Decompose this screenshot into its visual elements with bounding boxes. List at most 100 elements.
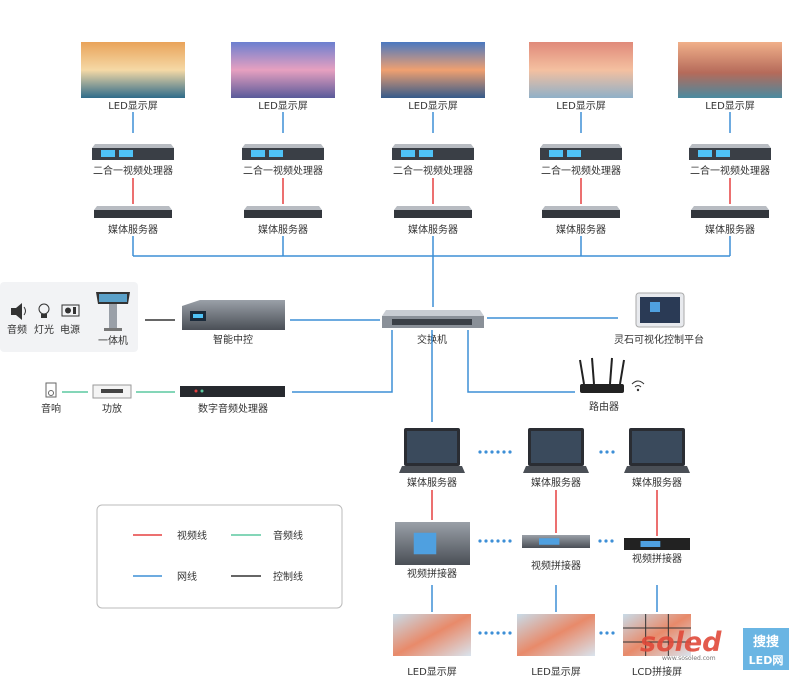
legend-control: 控制线 — [273, 570, 303, 583]
video-processor-label: 二合一视频处理器 — [243, 164, 323, 177]
led-screen-image — [393, 614, 471, 656]
wifi-icon — [631, 380, 645, 392]
video-processor-label: 二合一视频处理器 — [690, 164, 770, 177]
ellipsis-dot — [605, 631, 609, 635]
top-wiring — [132, 112, 731, 307]
media-server-label: 媒体服务器 — [407, 476, 457, 489]
media-server-label: 媒体服务器 — [705, 223, 755, 236]
ellipsis-dot — [605, 450, 609, 454]
speaker-device — [45, 382, 57, 398]
video-processor-device — [242, 144, 324, 160]
kiosk-device — [96, 292, 130, 331]
media-server-device — [691, 206, 769, 218]
ellipsis-dots — [478, 450, 615, 635]
amplifier-label: 功放 — [102, 402, 122, 415]
ellipsis-dot — [610, 539, 614, 543]
dsp-label: 数字音频处理器 — [198, 402, 268, 415]
led-screen-image — [517, 614, 595, 656]
video-splicer-label: 视频拼接器 — [407, 567, 457, 580]
watermark-badge-top: 搜搜 — [753, 634, 780, 650]
media-server-device — [94, 206, 172, 218]
media-server-label: 媒体服务器 — [531, 476, 581, 489]
legend-network: 网线 — [177, 570, 197, 583]
video-processor-device — [689, 144, 771, 160]
video-splicer-device — [522, 535, 590, 548]
router-label: 路由器 — [589, 400, 619, 413]
smart-control-device — [182, 300, 285, 330]
laptop-media-server — [523, 428, 589, 473]
ellipsis-dot — [502, 539, 506, 543]
media-server-device — [394, 206, 472, 218]
ellipsis-dot — [478, 450, 482, 454]
ellipsis-dot — [490, 539, 494, 543]
ellipsis-dot — [598, 539, 602, 543]
screen-label: LED显示屏 — [407, 666, 457, 678]
power-icon — [61, 304, 80, 317]
dsp-device — [180, 386, 285, 397]
video-processor-device — [540, 144, 622, 160]
video-splicer-device — [395, 522, 470, 565]
video-splicer-device — [624, 538, 690, 550]
ellipsis-dot — [508, 539, 512, 543]
led-screen-image — [231, 42, 335, 98]
ellipsis-dot — [599, 631, 603, 635]
ellipsis-dot — [478, 539, 482, 543]
video-processor-label: 二合一视频处理器 — [93, 164, 173, 177]
audio-icon — [11, 303, 26, 320]
ellipsis-dot — [604, 539, 608, 543]
led-screen-label: LED显示屏 — [108, 100, 158, 112]
led-screen-label: LED显示屏 — [556, 100, 606, 112]
legend-video: 视频线 — [177, 529, 207, 542]
video-processor-device — [392, 144, 474, 160]
kiosk-label: 一体机 — [98, 334, 128, 347]
media-server-label: 媒体服务器 — [408, 223, 458, 236]
ellipsis-dot — [508, 631, 512, 635]
ellipsis-dot — [490, 631, 494, 635]
video-processor-label: 二合一视频处理器 — [541, 164, 621, 177]
ellipsis-dot — [496, 450, 500, 454]
ellipsis-dot — [490, 450, 494, 454]
light-icon — [38, 303, 50, 318]
media-server-label: 媒体服务器 — [258, 223, 308, 236]
ellipsis-dot — [502, 450, 506, 454]
watermark-site: www.sosoled.com — [662, 655, 716, 662]
laptop-media-server — [399, 428, 465, 473]
video-splicer-label: 视频拼接器 — [632, 552, 682, 565]
ellipsis-dot — [611, 631, 615, 635]
led-screen-label: LED显示屏 — [408, 100, 458, 112]
led-screen-image — [81, 42, 185, 98]
video-processor-device — [92, 144, 174, 160]
ellipsis-dot — [478, 631, 482, 635]
screen-label: LCD拼接屏 — [632, 665, 682, 678]
ellipsis-dot — [496, 631, 500, 635]
legend: 视频线 音频线 网线 控制线 — [96, 504, 343, 609]
ellipsis-dot — [484, 450, 488, 454]
watermark-badge-bottom: LED网 — [749, 654, 784, 667]
watermark-brand: soled — [640, 627, 722, 658]
legend-audio: 音频线 — [273, 529, 303, 542]
media-server-label: 媒体服务器 — [632, 476, 682, 489]
media-server-label: 媒体服务器 — [556, 223, 606, 236]
light-label: 灯光 — [34, 323, 54, 336]
media-server-device — [244, 206, 322, 218]
screen-label: LED显示屏 — [531, 666, 581, 678]
ellipsis-dot — [484, 631, 488, 635]
media-server-device — [542, 206, 620, 218]
power-label: 电源 — [60, 323, 80, 336]
led-screen-label: LED显示屏 — [705, 100, 755, 112]
led-screen-image — [529, 42, 633, 98]
lcd-wall-image — [623, 614, 691, 656]
ellipsis-dot — [502, 631, 506, 635]
led-screen-image — [678, 42, 782, 98]
media-server-label: 媒体服务器 — [108, 223, 158, 236]
ellipsis-dot — [484, 539, 488, 543]
audio-label: 音频 — [7, 323, 27, 336]
